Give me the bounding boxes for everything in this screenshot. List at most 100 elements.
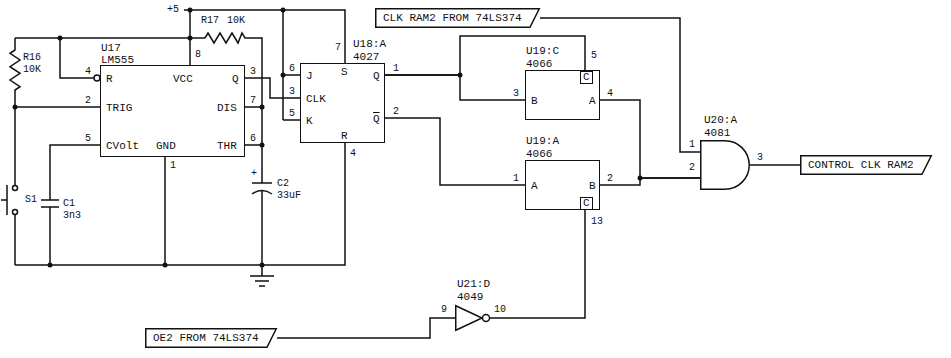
jk-tie-wire (283, 10, 300, 120)
pin-label: R (106, 73, 113, 85)
pin-number: 6 (288, 63, 296, 74)
component-label: 10K (22, 64, 42, 75)
pin-number: 5 (84, 133, 92, 144)
signal-name: CONTROL CLK RAM2 (808, 159, 914, 171)
signal-name: CLK RAM2 FROM 74LS374 (383, 12, 522, 24)
pin-label: CLK (306, 93, 326, 105)
pin-number: 1 (512, 173, 520, 184)
pin-number: 5 (590, 50, 598, 61)
pin-wire (164, 157, 166, 265)
ground-wire (15, 143, 345, 265)
switch-box: U19:C4066CBA (525, 70, 600, 120)
capacitor-symbol (41, 200, 59, 207)
and-gate-outline (700, 140, 750, 190)
signal-wire (600, 100, 700, 178)
pin-label: C (580, 71, 593, 84)
switch-symbol (13, 210, 18, 215)
pin-number: 7 (334, 42, 342, 53)
pin-wire (50, 145, 100, 200)
junction-dot (260, 105, 265, 110)
switch-symbol (13, 186, 18, 191)
pin-number: 3 (756, 152, 764, 163)
part-name: 4081 (704, 127, 730, 139)
component-label: + (250, 168, 258, 179)
inverter-gate: U21:D4049 (455, 305, 490, 331)
signal-wire (750, 164, 800, 166)
pin-number: 2 (606, 173, 614, 184)
pin-label: S (341, 66, 348, 78)
inverter-gate-outline (455, 305, 490, 331)
part-name: 4049 (457, 291, 483, 303)
part-name: U19:C (526, 45, 559, 57)
part-name: 4066 (526, 148, 552, 160)
pin-wire (15, 106, 100, 108)
component-label: C2 (276, 178, 290, 189)
signal-wire (385, 75, 525, 100)
supply-rail (15, 37, 205, 39)
pin-label: DIS (217, 102, 237, 114)
pin-label: Q (373, 113, 380, 125)
pin-label: R (341, 130, 348, 142)
resistor-symbol (10, 38, 20, 185)
junction-dot (58, 36, 63, 41)
part-name: U19:A (526, 135, 559, 147)
junction-dot (188, 36, 193, 41)
pin-label: J (306, 70, 313, 82)
pin-label: THR (217, 140, 237, 152)
component-label: C1 (62, 198, 76, 209)
capacitor-wire (261, 191, 263, 265)
part-name: U17 (101, 42, 121, 54)
pin-number: 4 (606, 88, 614, 99)
pin-number: 10 (493, 304, 507, 315)
ic-box: U17LM555RVCCQTRIGDISCVoltTHRGND (100, 65, 245, 157)
supply-wire (184, 10, 345, 63)
capacitor-wire (49, 207, 51, 265)
pin-label: A (531, 180, 538, 192)
ic-box: U18:A4027JSQCLKKRQ (300, 63, 385, 143)
junction-dot (281, 8, 286, 13)
pin-number: 2 (84, 95, 92, 106)
part-name: 4027 (353, 51, 379, 63)
part-name: U18:A (353, 38, 386, 50)
pin-number: 3 (249, 66, 257, 77)
pin-label: B (589, 180, 596, 192)
pin-number: 5 (288, 108, 296, 119)
pin-label: A (589, 95, 596, 107)
flag-outline (801, 156, 932, 175)
pin-wire (245, 107, 262, 145)
pin-number: 4 (84, 66, 92, 77)
component-label: +5 (166, 4, 180, 15)
signal-flag: CLK RAM2 FROM 74LS374 (375, 8, 540, 28)
component-label: 33uF (276, 190, 302, 201)
pin-label: Q (373, 70, 380, 82)
pin-wire (60, 38, 94, 78)
switch-box: U19:A4066ABC (525, 160, 600, 210)
flag-outline (146, 329, 277, 348)
capacitor-symbol (252, 182, 272, 184)
pin-number: 8 (194, 49, 202, 60)
junction-dot (48, 263, 53, 268)
component-label: S1 (24, 194, 38, 205)
component-label: 10K (226, 15, 246, 26)
pin-number: 2 (688, 162, 696, 173)
junction-dot (188, 8, 193, 13)
part-name: 4066 (526, 58, 552, 70)
junction-dot (163, 263, 168, 268)
pin-number: 7 (249, 95, 257, 106)
pin-label: CVolt (106, 140, 139, 152)
junction-dot (260, 263, 265, 268)
pin-label: TRIG (106, 102, 132, 114)
pin-number: 4 (349, 148, 357, 159)
signal-flag: OE2 FROM 74LS374 (145, 328, 277, 348)
pin-number: 3 (512, 88, 520, 99)
junction-dot (13, 105, 18, 110)
part-name: LM555 (101, 54, 134, 66)
pin-number: 1 (169, 160, 177, 171)
and-gate: U20:A4081 (700, 140, 750, 190)
signal-wire (277, 318, 455, 338)
pin-label: GND (156, 140, 176, 152)
pin-number: 9 (440, 304, 448, 315)
